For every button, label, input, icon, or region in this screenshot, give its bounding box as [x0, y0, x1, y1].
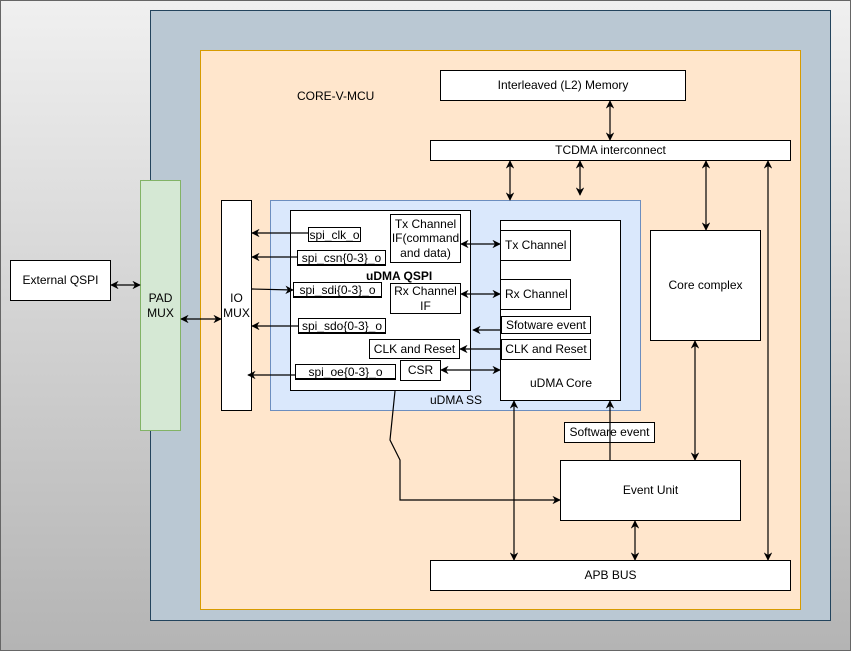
rx-channel-if-block[interactable]: Rx Channel IF: [390, 283, 461, 314]
external-qspi-block[interactable]: External QSPI: [10, 260, 111, 301]
apb-bus-block[interactable]: APB BUS: [430, 560, 791, 591]
core-complex-block[interactable]: Core complex: [650, 230, 761, 341]
tx-channel-if-block[interactable]: Tx Channel IF(command and data): [390, 214, 461, 263]
signal-spi-oe[interactable]: spi_oe{0-3}_o: [295, 364, 396, 380]
qspi-clk-reset-block[interactable]: CLK and Reset: [369, 339, 460, 359]
mcu-label: CORE-V-MCU: [297, 89, 375, 103]
event-unit-block[interactable]: Event Unit: [560, 460, 741, 521]
udma-qspi-label: uDMA QSPI: [366, 269, 433, 283]
tx-channel-block[interactable]: Tx Channel: [500, 230, 571, 261]
udma-ss-label: uDMA SS: [430, 393, 483, 407]
core-sw-event-block[interactable]: Sfotware event: [501, 316, 591, 334]
tcdma-interconnect-block[interactable]: TCDMA interconnect: [430, 140, 791, 161]
software-event-label-block[interactable]: Software event: [564, 422, 655, 443]
pad-mux-block[interactable]: PAD MUX: [140, 180, 181, 431]
core-clk-reset-block[interactable]: CLK and Reset: [501, 339, 591, 360]
udma-core-label: uDMA Core: [530, 376, 593, 390]
signal-spi-sdi[interactable]: spi_sdi{0-3}_o: [293, 282, 382, 298]
signal-spi-sdo[interactable]: spi_sdo{0-3}_o: [298, 318, 386, 334]
signal-spi-clk[interactable]: spi_clk_o: [308, 227, 361, 242]
rx-channel-block[interactable]: Rx Channel: [500, 279, 571, 310]
l2-memory-block[interactable]: Interleaved (L2) Memory: [440, 70, 686, 101]
io-mux-block[interactable]: IO MUX: [221, 200, 252, 411]
csr-block[interactable]: CSR: [400, 360, 441, 381]
signal-spi-csn[interactable]: spi_csn{0-3}_o: [297, 250, 386, 266]
